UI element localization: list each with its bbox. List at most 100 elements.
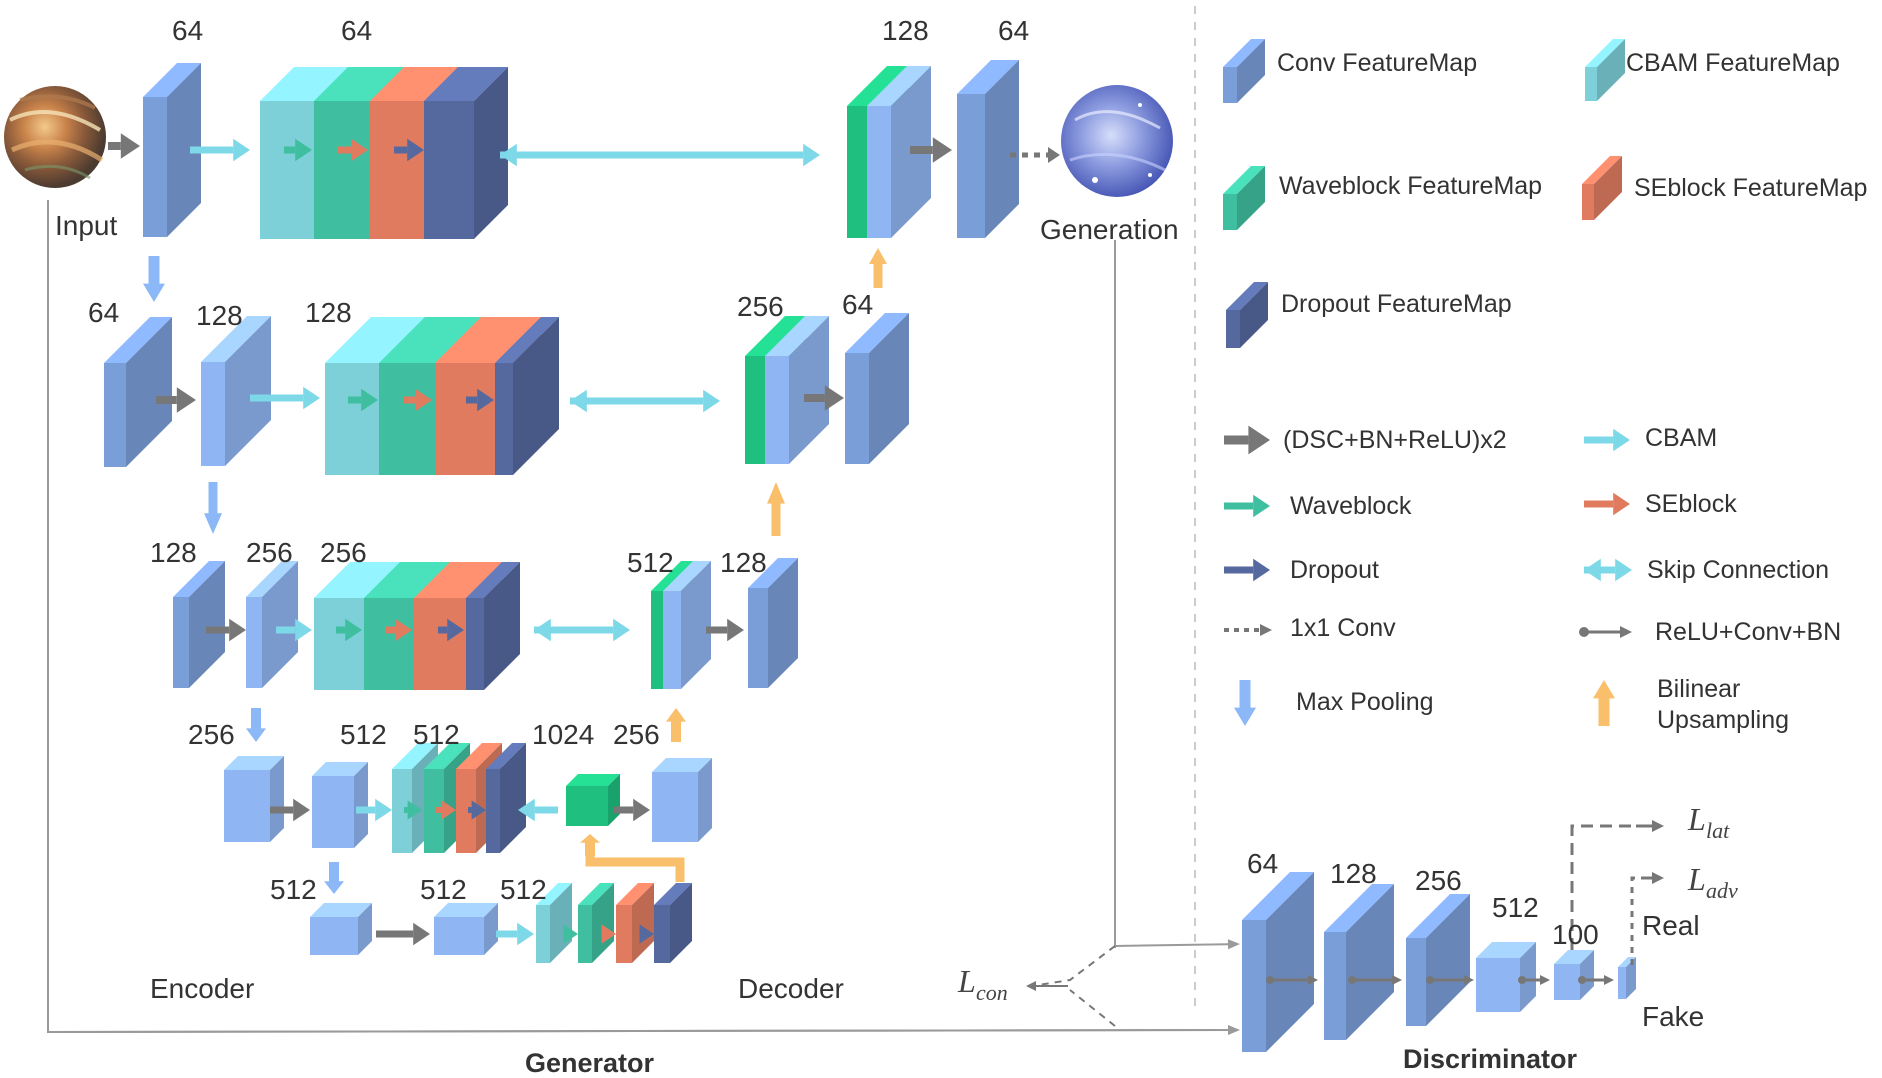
conv-featuremap <box>765 316 829 464</box>
conv-featuremap <box>246 561 298 688</box>
legend-se-arrow-label: SEblock <box>1645 490 1737 518</box>
legend-wave-arrow <box>1224 494 1270 518</box>
llat-line <box>1570 824 1640 950</box>
seblock-arrow <box>601 924 616 944</box>
input-to-disc-arrow <box>47 1025 1240 1036</box>
dropout-arrow <box>466 388 494 412</box>
channel-label: 512 <box>627 547 674 578</box>
conv-block <box>652 758 712 842</box>
skip-connection-arrow <box>534 618 630 642</box>
channel-label: 512 <box>420 874 467 905</box>
loss-con-label: L con <box>957 963 1008 1005</box>
maxpool-arrow <box>324 862 344 894</box>
legend-se-icon <box>1582 156 1622 220</box>
channel-label: 64 <box>998 15 1029 46</box>
channel-label: 256 <box>1415 865 1462 896</box>
waveblock-arrow <box>284 138 312 162</box>
maxpool-arrow <box>246 708 266 742</box>
legend-wave-label: Waveblock FeatureMap <box>1279 172 1542 200</box>
relu-conv-arrow <box>1426 975 1474 985</box>
svg-text:con: con <box>976 980 1008 1005</box>
cbam-arrow <box>518 798 558 822</box>
conv-block <box>224 756 284 842</box>
upsample-path <box>585 848 685 882</box>
dsc-arrow <box>910 137 952 163</box>
skip-connection-arrow <box>500 143 820 167</box>
cbam-arrow <box>250 386 320 410</box>
upsample-arrow <box>666 708 686 742</box>
dropout-featuremap <box>466 562 520 690</box>
bottleneck-block <box>566 774 620 826</box>
channel-label: 256 <box>613 719 660 750</box>
dropout-arrow <box>438 618 464 642</box>
lcon-line-bottom <box>1069 989 1116 1027</box>
dropout-arrow <box>639 924 654 944</box>
legend-maxpool-arrow <box>1234 680 1256 726</box>
dsc-arrow <box>706 618 744 642</box>
channel-label: 100 <box>1552 919 1599 950</box>
waveblock-arrow <box>348 388 378 412</box>
channel-label: 64 <box>341 15 372 46</box>
decoder-label: Decoder <box>738 973 844 1004</box>
legend-bilinear-arrow <box>1593 680 1615 726</box>
conv-block <box>310 903 372 955</box>
waveblock-arrow <box>404 800 422 820</box>
legend-maxpool-label: Max Pooling <box>1296 688 1434 716</box>
input-image <box>4 86 106 188</box>
fake-label: Fake <box>1642 1001 1704 1032</box>
conv-featuremap <box>957 60 1019 238</box>
svg-text:L: L <box>957 963 976 999</box>
channel-label: 256 <box>188 719 235 750</box>
loss-lat-label: L lat <box>1687 801 1730 843</box>
legend-cbam-icon <box>1585 39 1625 101</box>
channel-label: 128 <box>720 547 767 578</box>
maxpool-arrow <box>204 482 222 534</box>
channel-label: 256 <box>246 537 293 568</box>
channel-label: 512 <box>270 874 317 905</box>
legend-cbam-arrow <box>1584 428 1630 452</box>
legend-dropout-icon <box>1226 282 1268 348</box>
lcon-arrow <box>1026 981 1068 991</box>
dsc-arrow <box>804 385 844 411</box>
channel-label: 128 <box>196 300 243 331</box>
cbam-featuremap <box>536 883 572 963</box>
seblock-arrow <box>436 800 456 820</box>
legend-skip-arrow <box>1584 558 1632 582</box>
svg-text:lat: lat <box>1706 818 1730 843</box>
legend-dropout-label: Dropout FeatureMap <box>1281 290 1512 318</box>
disc-featuremap <box>1324 884 1394 1040</box>
channel-label: 256 <box>320 537 367 568</box>
legend-conv-icon <box>1223 39 1265 103</box>
upsample-arrow <box>580 834 600 856</box>
conv-block <box>312 762 368 848</box>
svg-text:L: L <box>1687 801 1706 837</box>
generation-label: Generation <box>1040 214 1179 245</box>
legend-skip-label: Skip Connection <box>1647 556 1829 584</box>
cbam-arrow <box>190 138 250 162</box>
legend-dsc-arrow <box>1224 425 1270 455</box>
legend-cbam-arrow-label: CBAM <box>1645 424 1717 452</box>
channel-label: 256 <box>737 291 784 322</box>
input-label: Input <box>55 210 117 241</box>
legend-dropout-arrow <box>1224 558 1270 582</box>
channel-label: 1024 <box>532 719 594 750</box>
legend-wave-icon <box>1223 166 1265 230</box>
conv-featuremap <box>845 313 909 464</box>
cbam-arrow <box>356 798 392 822</box>
channel-label: 512 <box>1492 892 1539 923</box>
channel-label: 128 <box>1330 858 1377 889</box>
dsc-arrow <box>206 618 246 642</box>
conv-featuremap <box>663 561 711 689</box>
channel-label: 64 <box>842 289 873 320</box>
legend-relu-arrow <box>1579 626 1632 638</box>
conv-featuremap <box>201 316 271 466</box>
discriminator-title: Discriminator <box>1403 1044 1578 1074</box>
cbam-arrow <box>496 922 534 946</box>
loss-adv-label: L adv <box>1687 861 1738 903</box>
legend-dropout-arrow-label: Dropout <box>1290 556 1379 584</box>
upsample-arrow <box>767 482 785 536</box>
seblock-arrow <box>386 618 412 642</box>
channel-label: 64 <box>88 297 119 328</box>
generator-title: Generator <box>525 1048 655 1078</box>
